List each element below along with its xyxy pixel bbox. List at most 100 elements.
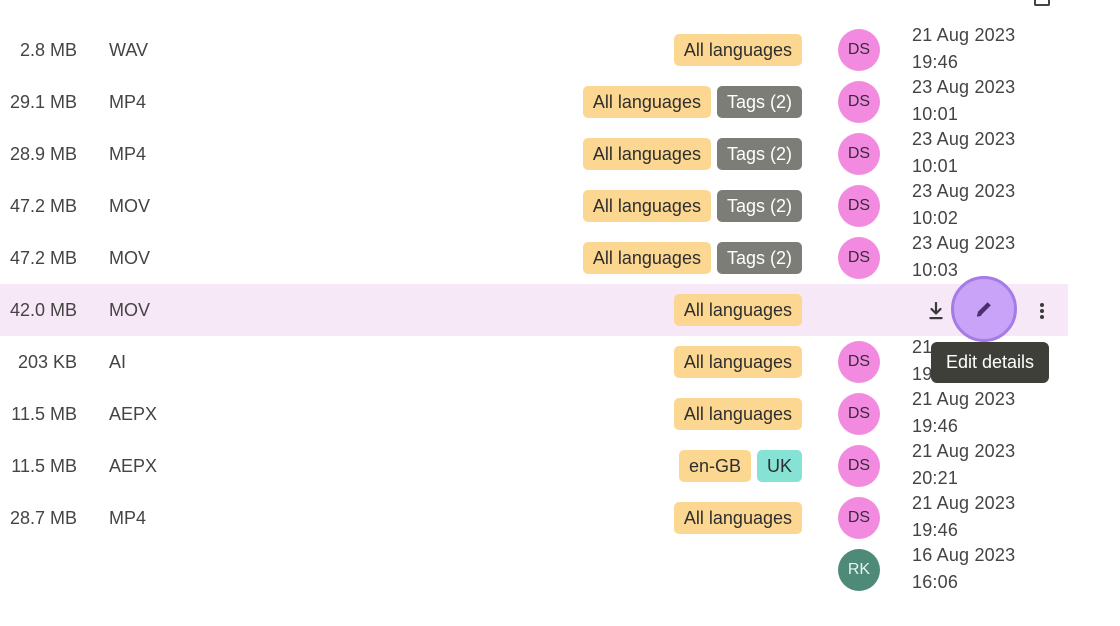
date-cell: 23 Aug 2023 10:02 xyxy=(912,178,1015,232)
date-cell: 21 Aug 2023 20:21 xyxy=(912,438,1015,492)
time-text: 19:46 xyxy=(912,416,959,436)
file-type: MP4 xyxy=(109,507,147,528)
pencil-icon xyxy=(976,302,991,317)
file-type: MOV xyxy=(109,247,151,268)
file-type: AI xyxy=(109,351,127,372)
file-size: 42.0 MB xyxy=(9,299,77,320)
edit-details-button[interactable] xyxy=(951,276,1017,342)
language-chip[interactable]: en-GB xyxy=(678,450,751,482)
date-text: 21 Aug 2023 xyxy=(912,389,1016,409)
date-text: 21 Aug 2023 xyxy=(912,25,1016,45)
date-cell: 16 Aug 2023 16:06 xyxy=(912,542,1015,596)
row-actions xyxy=(920,276,1060,342)
more-options-button[interactable] xyxy=(1032,298,1052,324)
language-chip[interactable]: All languages xyxy=(673,34,802,66)
chip-group: All languages xyxy=(673,388,802,440)
time-text: 19:46 xyxy=(912,520,959,540)
language-chip[interactable]: All languages xyxy=(673,294,802,326)
date-text: 23 Aug 2023 xyxy=(912,129,1016,149)
chip-group: All languages xyxy=(673,24,802,76)
country-chip[interactable]: UK xyxy=(756,450,802,482)
file-size: 203 KB xyxy=(17,351,77,372)
chip-group: All languages xyxy=(673,284,802,336)
avatar: DS xyxy=(838,133,880,175)
date-text: 21 Aug 2023 xyxy=(912,441,1016,461)
language-chip[interactable]: All languages xyxy=(673,502,802,534)
date-cell: 23 Aug 2023 10:03 xyxy=(912,230,1015,284)
corner-checkbox-icon[interactable] xyxy=(1034,0,1050,6)
time-text: 10:03 xyxy=(912,260,959,280)
date-text: 21 Aug 2023 xyxy=(912,493,1016,513)
table-row[interactable]: RK 16 Aug 2023 16:06 xyxy=(0,544,1068,596)
tags-chip[interactable]: Tags (2) xyxy=(716,86,802,118)
table-row[interactable]: 28.7 MB MP4 All languages DS 21 Aug 2023 19:4… xyxy=(0,492,1068,544)
table-row[interactable]: 11.5 MB AEPX All languages DS 21 Aug 2023 19:… xyxy=(0,388,1068,440)
avatar: DS xyxy=(838,341,880,383)
date-cell: 23 Aug 2023 10:01 xyxy=(912,126,1015,180)
avatar: RK xyxy=(838,549,880,591)
file-size: 11.5 MB xyxy=(11,403,77,424)
language-chip[interactable]: All languages xyxy=(673,346,802,378)
file-type: MP4 xyxy=(109,91,147,112)
tags-chip[interactable]: Tags (2) xyxy=(716,190,802,222)
avatar: DS xyxy=(838,237,880,279)
date-text: 23 Aug 2023 xyxy=(912,233,1016,253)
language-chip[interactable]: All languages xyxy=(582,190,711,222)
language-chip[interactable]: All languages xyxy=(582,242,711,274)
date-text: 23 Aug 2023 xyxy=(912,77,1016,97)
time-text: 10:01 xyxy=(912,104,959,124)
file-size: 2.8 MB xyxy=(19,39,77,60)
avatar: DS xyxy=(838,445,880,487)
time-text: 20:21 xyxy=(912,468,959,488)
avatar: DS xyxy=(838,497,880,539)
avatar: DS xyxy=(838,185,880,227)
date-cell: 23 Aug 2023 10:01 xyxy=(912,74,1015,128)
file-type: AEPX xyxy=(109,455,158,476)
file-size xyxy=(0,544,77,596)
chip-group: All languages xyxy=(673,336,802,388)
file-type: WAV xyxy=(109,39,148,60)
file-size: 28.9 MB xyxy=(9,143,77,164)
time-text: 16:06 xyxy=(912,572,959,592)
download-button[interactable] xyxy=(922,298,950,324)
file-type: AEPX xyxy=(109,403,158,424)
date-text: 23 Aug 2023 xyxy=(912,181,1016,201)
time-text: 10:01 xyxy=(912,156,959,176)
avatar: DS xyxy=(838,81,880,123)
edit-details-tooltip: Edit details xyxy=(931,342,1049,383)
time-text: 10:02 xyxy=(912,208,959,228)
date-text: 21 xyxy=(912,337,933,357)
file-size: 29.1 MB xyxy=(9,91,77,112)
language-chip[interactable]: All languages xyxy=(582,86,711,118)
chip-group: All languages xyxy=(673,492,802,544)
file-size: 47.2 MB xyxy=(9,247,77,268)
avatar: DS xyxy=(838,393,880,435)
date-text: 16 Aug 2023 xyxy=(912,545,1016,565)
date-cell: 21 Aug 2023 19:46 xyxy=(912,386,1015,440)
tags-chip[interactable]: Tags (2) xyxy=(716,138,802,170)
file-size: 47.2 MB xyxy=(9,195,77,216)
file-size: 28.7 MB xyxy=(9,507,77,528)
language-chip[interactable]: All languages xyxy=(673,398,802,430)
tags-chip[interactable]: Tags (2) xyxy=(716,242,802,274)
date-cell: 21 Aug 2023 19:46 xyxy=(912,490,1015,544)
download-icon xyxy=(929,302,943,320)
file-type: MP4 xyxy=(109,143,147,164)
language-chip[interactable]: All languages xyxy=(582,138,711,170)
more-vertical-icon xyxy=(1040,303,1044,319)
